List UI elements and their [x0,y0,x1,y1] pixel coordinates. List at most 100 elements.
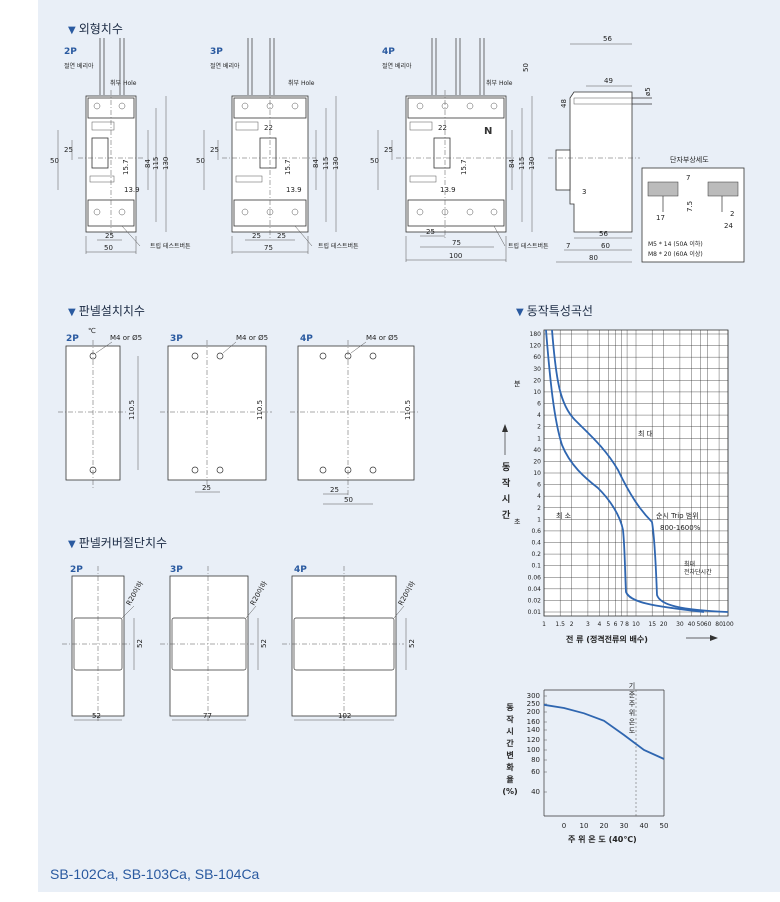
pc-dim-w-4p: 102 [338,712,351,720]
terminal-title: 단자부상세도 [670,155,709,164]
section-panel-mount-label: 판넬설치치수 [78,304,145,318]
pc-dim-w-2p: 52 [92,712,101,720]
section-outline-label: 외형치수 [78,22,123,36]
pc-r20-3p: R20이하 [248,579,269,607]
dim-side-3: 3 [582,188,586,196]
pm-dim-1105-2p: 110.5 [128,400,136,420]
temp-ref-char: 도 [629,727,636,735]
trip-y-tick: 6 [537,482,541,489]
pm-dim-1105-4p: 110.5 [404,400,412,420]
dim-term-2: 2 [730,210,734,218]
temp-y-tick: 100 [527,746,540,754]
temp-ylabel-char: (%) [502,787,517,796]
pm-pole-4p: 4P [300,334,313,344]
hole-label-4p: 취부 Hole [486,79,513,87]
temp-y-tick: 300 [527,692,540,700]
dim-2p-w: 50 [104,244,113,252]
dim-4p-157: 15.7 [460,159,468,175]
trip-y-tick: 2 [537,424,541,431]
pc-dim-52h-2p: 52 [136,639,144,648]
trip-y-tick: 0.04 [528,586,542,593]
panel-mount-3p: 3P M4 or Ø5 25 110.5 [160,334,272,493]
pm-hole-label-4p: M4 or Ø5 [366,334,398,342]
pc-dim-52h-4p: 52 [408,639,416,648]
dim-side-49: 49 [604,77,613,85]
dim-term-17: 17 [656,214,665,222]
dim-4p-wa: 75 [452,239,461,247]
temp-x-tick: 0 [562,822,566,830]
section-curve-label: 동작특성곡선 [526,304,593,318]
temp-y-tick: 60 [531,768,540,776]
pm-hole-label-3p: M4 or Ø5 [236,334,268,342]
dim-side-60: 60 [601,242,610,250]
trip-y-tick: 4 [537,493,541,500]
dim-3p-139: 13.9 [286,186,302,194]
trip-total-label-2: 전차단시간 [684,568,712,576]
trip-y-tick: 20 [533,377,541,384]
trip-y-tick: 30 [533,366,541,373]
pm-dim-25-3p: 25 [202,484,211,492]
trip-x-tick: 20 [660,621,668,628]
dim-side-5: ø5 [644,87,652,96]
barrier-label-3p: 절연 베리아 [210,62,240,70]
dim-side-80: 80 [589,254,598,262]
pc-r20-4p: R20이하 [396,579,417,607]
dim-3p-hcenter: 25 [210,146,219,154]
temp-ylabel-char: 변 [506,750,513,760]
trip-instant-label-2: 800-1600% [660,524,701,532]
trip-ylabel-3: 간 [502,509,511,521]
temp-y-tick: 40 [531,788,540,796]
panel-mount-4p: 4P M4 or Ø5 25 50 110.5 [290,334,420,505]
trip-min-label: 최 소 [556,511,572,520]
pc-pole-3p: 3P [170,565,183,575]
trip-y-tick: 0.1 [531,563,541,570]
trip-y-tick: 10 [533,389,541,396]
pole-label-3p: 3P [210,47,223,57]
pc-r20-2p: R20이하 [124,579,145,607]
section-panel-mount-title: ▼판넬설치치수 [68,302,145,319]
trip-x-tick: 6 [614,621,618,628]
temp-ref-char: 온 [629,718,636,726]
pm-pole-2p: 2P [66,334,79,344]
temp-ylabel-char: 간 [506,738,514,748]
temp-ylabel-char: 작 [506,714,514,724]
dim-side-56bot: 56 [599,230,608,238]
panel-cut-2p: 2P R20이하 52 52 [62,565,145,722]
trip-x-tick: 60 [704,621,712,628]
temp-curve [543,703,665,760]
trip-y-tick: 0.4 [531,540,541,547]
temp-ref-char: 기 [629,681,635,690]
dim-4p-139: 13.9 [440,186,456,194]
trip-x-tick: 1 [542,621,546,628]
dim-4p-hside: 50 [370,157,379,165]
trip-total-label-1: 최대 [684,560,695,568]
dim-3p-w: 75 [264,244,273,252]
trip-y-tick: 1 [537,435,541,442]
outline-side: 56 49 ø5 50 48 3 56 7 60 80 [522,35,652,263]
trip-y-tick: 4 [537,412,541,419]
temp-x-tick: 30 [620,822,629,830]
dim-2p-115: 115 [152,157,160,170]
hole-label-2p: 취부 Hole [110,79,137,87]
dim-3p-115: 115 [322,157,330,170]
trip-max-label: 최 대 [638,429,653,438]
trip-x-tick: 2 [570,621,574,628]
triangle-icon: ▼ [68,25,76,36]
trip-y-tick: 0.6 [531,528,541,535]
panel-cut-4p: 4P R20이하 52 102 [282,565,417,722]
trip-x-tick: 3 [586,621,590,628]
trip-curve-max [551,329,729,613]
trip-y-tick: 0.2 [531,551,541,558]
dim-4p-w: 100 [449,252,462,260]
outline-3p: 3P 절연 베리아 취부 Hole 75 25 25 22 50 [196,38,359,254]
dim-side-50: 50 [522,63,530,72]
dim-4p-hcenter: 25 [384,146,393,154]
temp-ylabel-char: 율 [506,774,514,784]
trip-x-tick: 15 [648,621,656,628]
temp-y-tick: 80 [531,756,540,764]
trip-unit-min: 분 [514,380,521,388]
temp-y-tick: 160 [527,718,540,726]
dim-3p-84: 84 [312,159,320,168]
